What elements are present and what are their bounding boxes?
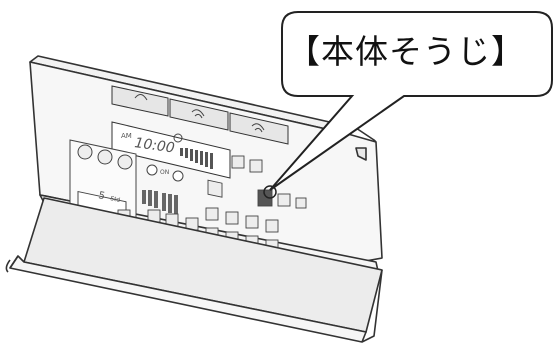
on-indicator-2 (172, 170, 184, 182)
on-label-1: ON (160, 169, 169, 176)
grid-button[interactable] (295, 197, 307, 209)
grid-button[interactable] (225, 211, 239, 225)
grid-button[interactable] (231, 155, 245, 169)
button-grid (117, 155, 307, 253)
round-button-3[interactable] (117, 154, 133, 170)
on-indicator-1 (146, 164, 158, 176)
wave-icon (251, 123, 265, 133)
shower-unit: Std (110, 195, 121, 204)
round-button-2[interactable] (97, 149, 113, 165)
wave-icon (191, 109, 205, 119)
top-button-1[interactable] (111, 85, 169, 117)
clock-readout: 10:00 (133, 135, 175, 156)
left-controls (69, 139, 137, 221)
display-panel: AM 10:00 (111, 121, 231, 179)
status-icon (173, 133, 183, 143)
front-cover (5, 197, 383, 343)
grid-button[interactable] (205, 207, 219, 221)
grid-button[interactable] (249, 159, 263, 173)
pointer-target (263, 185, 277, 199)
callout-label: 【本体そうじ】 (287, 32, 525, 71)
grid-button[interactable] (277, 193, 291, 207)
person-icon (134, 94, 148, 101)
grid-button[interactable] (265, 219, 279, 233)
level-bars (180, 148, 213, 169)
callout-bubble (269, 11, 553, 191)
grid-button[interactable] (207, 179, 223, 198)
am-label: AM (121, 132, 132, 140)
temperature-bars (142, 190, 178, 215)
round-button-1[interactable] (77, 144, 93, 160)
shower-digits: 5 (97, 190, 106, 202)
grid-button[interactable] (245, 215, 259, 229)
